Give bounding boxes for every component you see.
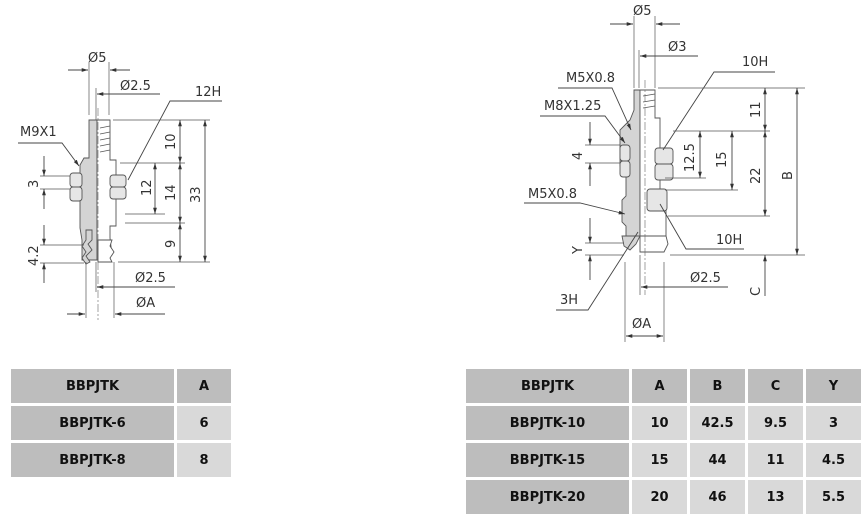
header-model: BBPJTK: [11, 369, 174, 403]
right-thread-top-label: M5X0.8: [566, 71, 615, 86]
cell-b: 44: [690, 443, 745, 477]
left-fitting-drawing: Ø5 Ø2.5 M9X1 12H 3 4.: [18, 51, 222, 320]
left-inner-diameter-label: Ø2.5: [120, 79, 151, 94]
cell-a: 10: [632, 406, 687, 440]
left-bottom-diameter-label: Ø2.5: [135, 271, 166, 286]
table-row: BBPJTK-6 6: [11, 406, 231, 440]
left-dim-mid-label: 14: [164, 184, 179, 201]
left-dim-bottom-label: 9: [164, 240, 179, 248]
left-hex-label: 12H: [195, 85, 221, 100]
left-hex-top: [109, 174, 127, 188]
cell-model: BBPJTK-15: [466, 443, 629, 477]
cell-y: 5.5: [806, 480, 861, 514]
cell-model: BBPJTK-10: [466, 406, 629, 440]
right-dim-below-label: C: [749, 287, 764, 296]
header-a: A: [177, 369, 231, 403]
spec-table-right: BBPJTK A B C Y BBPJTK-10 10 42.5 9.5 3 B…: [463, 366, 864, 517]
left-pad-diameter-label: ØA: [136, 296, 155, 311]
header-b: B: [690, 369, 745, 403]
left-hex-bottom: [109, 186, 127, 200]
right-pad-height-label: Y: [571, 246, 586, 255]
table-header-row: BBPJTK A B C Y: [466, 369, 861, 403]
cell-c: 11: [748, 443, 803, 477]
cell-b: 42.5: [690, 406, 745, 440]
left-nut-height-label: 3: [27, 180, 42, 188]
cell-a: 6: [177, 406, 231, 440]
header-a: A: [632, 369, 687, 403]
spec-table-left: BBPJTK A BBPJTK-6 6 BBPJTK-8 8: [8, 366, 234, 480]
left-dim-top-label: 10: [164, 133, 179, 150]
right-pad-hex-label: 3H: [560, 293, 578, 308]
table-row: BBPJTK-8 8: [11, 443, 231, 477]
table-header-row: BBPJTK A: [11, 369, 231, 403]
cell-c: 9.5: [748, 406, 803, 440]
left-nut-top: [69, 172, 83, 188]
cell-y: 3: [806, 406, 861, 440]
header-c: C: [748, 369, 803, 403]
left-thread-label: M9X1: [20, 125, 57, 140]
header-model: BBPJTK: [466, 369, 629, 403]
right-fitting-drawing: Ø5 Ø3 M5X0.8 M8X1.25 10H 4: [524, 4, 805, 342]
right-dim-c-label: 22: [749, 167, 764, 184]
right-thread-body-label: M8X1.25: [544, 99, 601, 114]
cell-y: 4.5: [806, 443, 861, 477]
left-dim-hex-label: 12: [140, 179, 155, 196]
right-dim-top-label: 11: [749, 101, 764, 118]
right-hex-top-label: 10H: [742, 55, 768, 70]
cell-model: BBPJTK-6: [11, 406, 174, 440]
right-nut-height-label: 4: [571, 152, 586, 160]
right-hex-bottom-label: 10H: [716, 233, 742, 248]
technical-drawing: Ø5 Ø2.5 M9X1 12H 3 4.: [18, 4, 805, 342]
cell-model: BBPJTK-20: [466, 480, 629, 514]
left-nut-bottom: [69, 186, 83, 202]
right-bottom-diameter-label: Ø2.5: [690, 271, 721, 286]
right-top-diameter-label: Ø5: [633, 4, 652, 19]
cell-a: 15: [632, 443, 687, 477]
right-inner-diameter-label: Ø3: [668, 40, 687, 55]
cell-model: BBPJTK-8: [11, 443, 174, 477]
right-dim-a-label: 12.5: [683, 143, 698, 172]
left-dim-total-label: 33: [189, 186, 204, 203]
cell-c: 13: [748, 480, 803, 514]
right-pad-diameter-label: ØA: [632, 317, 651, 332]
header-y: Y: [806, 369, 861, 403]
right-thread-bottom-label: M5X0.8: [528, 187, 577, 202]
cell-b: 46: [690, 480, 745, 514]
right-dim-total-label: B: [781, 171, 796, 180]
table-row: BBPJTK-20 20 46 13 5.5: [466, 480, 861, 514]
left-top-diameter-label: Ø5: [88, 51, 107, 66]
table-row: BBPJTK-15 15 44 11 4.5: [466, 443, 861, 477]
table-row: BBPJTK-10 10 42.5 9.5 3: [466, 406, 861, 440]
cell-a: 8: [177, 443, 231, 477]
left-pad-height-label: 4.2: [27, 245, 42, 266]
right-dim-b-label: 15: [715, 151, 730, 168]
cell-a: 20: [632, 480, 687, 514]
